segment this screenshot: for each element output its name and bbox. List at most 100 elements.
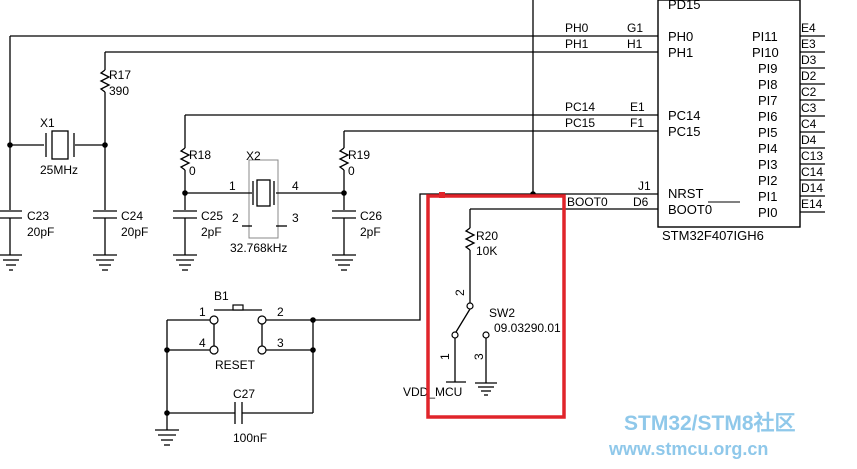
ground-icon	[475, 382, 497, 396]
ball-d14: D14	[801, 181, 823, 195]
mcu-part-label: STM32F407IGH6	[662, 228, 764, 243]
ball-g1: G1	[627, 21, 643, 35]
c27-ref: C27	[233, 387, 255, 401]
pin-ph0: PH0	[668, 29, 693, 44]
r18-value: 0	[189, 164, 196, 178]
x2-ref: X2	[246, 149, 261, 163]
ground-icon	[173, 254, 197, 271]
right-pin-pi5: PI5 C4	[758, 117, 825, 140]
b1-pin3: 3	[277, 336, 284, 350]
c23-ref: C23	[27, 209, 49, 223]
pin-nrst: NRST	[668, 186, 703, 201]
ball-j1: J1	[638, 179, 651, 193]
ball-d4: D4	[801, 133, 817, 147]
r19-ref: R19	[348, 148, 370, 162]
ball-c4: C4	[801, 117, 817, 131]
crystal-x1: X1 25MHz	[40, 116, 78, 177]
watermark-line2: www.stmcu.org.cn	[608, 439, 768, 459]
mcu-ic: PD15 STM32F407IGH6	[657, 0, 801, 243]
b1-value: RESET	[215, 358, 256, 372]
ball-h1: H1	[627, 37, 643, 51]
pin-pi5: PI5	[758, 125, 778, 140]
resistor-r20	[464, 227, 476, 251]
c24-value: 20pF	[121, 225, 148, 239]
pin-pc14: PC14	[668, 108, 701, 123]
capacitor-c26: C26 2pF	[332, 209, 382, 255]
watermark: STM32/STM8社区 www.stmcu.org.cn	[608, 411, 796, 459]
ball-d2: D2	[801, 69, 817, 83]
ground-icon	[332, 254, 356, 271]
r18-ref: R18	[189, 148, 211, 162]
boot0-circuit: R20 10K 2 SW2 09.03290.01 1 VDD_MCU 3	[403, 192, 566, 419]
pin-pi10: PI10	[752, 45, 779, 60]
capacitor-c24: C24 20pF	[93, 209, 148, 255]
capacitor-c23: C23 20pF	[0, 209, 54, 255]
mcu-body	[657, 0, 801, 228]
x2-pin1: 1	[229, 179, 236, 193]
c25-ref: C25	[201, 209, 223, 223]
watermark-line1: STM32/STM8社区	[624, 411, 796, 435]
net-label-ph0: PH0	[565, 21, 589, 35]
c27-value: 100nF	[233, 431, 267, 445]
c25-value: 2pF	[201, 225, 222, 239]
net-label-pc14: PC14	[565, 100, 595, 114]
x2-pin2: 2	[232, 211, 239, 225]
pin-pi3: PI3	[758, 157, 778, 172]
pin-pi9: PI9	[758, 61, 778, 76]
sw2-pin2: 2	[453, 289, 467, 296]
highlight-box	[426, 194, 566, 419]
b1-pin4: 4	[199, 336, 206, 350]
right-pin-pi3: PI3 C13	[758, 149, 825, 172]
ball-e1: E1	[630, 100, 645, 114]
hse-oscillator: X1 25MHz R17 390 C23 20pF C24	[0, 36, 148, 271]
mcu-top-pin: PD15	[668, 0, 701, 12]
pushbutton-b1: B1 1 2 4 3 RESET	[167, 289, 313, 372]
r20-value: 10K	[476, 244, 497, 258]
c23-value: 20pF	[27, 225, 54, 239]
ball-d6: D6	[633, 195, 649, 209]
lse-oscillator: R18 0 R19 0 X2 1 4 2 3 32.768kHz	[173, 115, 382, 271]
x2-pin3: 3	[292, 211, 299, 225]
pin-boot0: BOOT0	[668, 202, 712, 217]
highlight-marker	[439, 192, 445, 198]
capacitor-c27: C27 100nF	[167, 387, 313, 445]
ground-icon	[155, 429, 179, 446]
pin-pi4: PI4	[758, 141, 778, 156]
x1-ref: X1	[40, 116, 55, 130]
ball-c13: C13	[801, 149, 823, 163]
ball-f1: F1	[630, 116, 644, 130]
pin-pi2: PI2	[758, 173, 778, 188]
c26-value: 2pF	[360, 225, 381, 239]
sw2-pin1: 1	[438, 353, 452, 360]
ball-c14: C14	[801, 165, 823, 179]
resistor-r17	[99, 69, 111, 93]
resistor-r19	[338, 147, 350, 171]
b1-ref: B1	[214, 289, 229, 303]
net-label-boot0: BOOT0	[567, 195, 608, 209]
sw2-pin3: 3	[472, 353, 486, 360]
nrst-wire	[313, 193, 533, 321]
reset-circuit: B1 1 2 4 3 RESET C27 100nF	[155, 193, 533, 446]
x1-value: 25MHz	[40, 163, 78, 177]
pin-pc15: PC15	[668, 124, 701, 139]
resistor-r18	[179, 147, 191, 171]
ground-icon	[0, 254, 22, 271]
r17-ref: R17	[109, 68, 131, 82]
b1-pin2: 2	[277, 305, 284, 319]
pin-pi6: PI6	[758, 109, 778, 124]
ball-e14: E14	[801, 197, 823, 211]
pin-pi7: PI7	[758, 93, 778, 108]
ball-e4: E4	[801, 21, 816, 35]
r17-value: 390	[109, 84, 129, 98]
net-label-pc15: PC15	[565, 116, 595, 130]
ball-c2: C2	[801, 85, 817, 99]
c24-ref: C24	[121, 209, 143, 223]
